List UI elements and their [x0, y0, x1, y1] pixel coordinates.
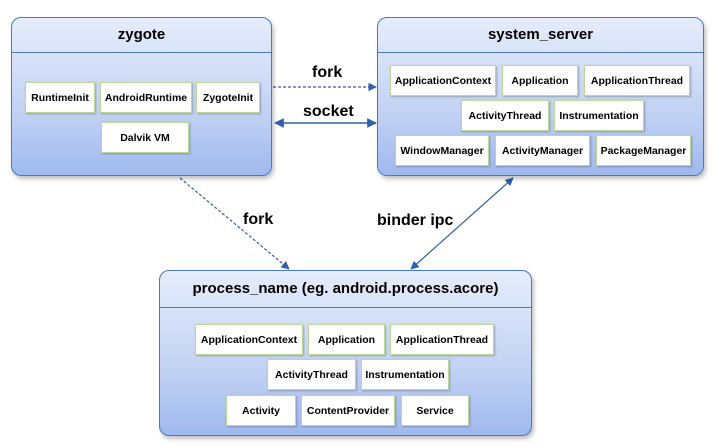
fork-arrow-bottom — [179, 177, 290, 270]
system-server-item-applicationthread: ApplicationThread — [584, 65, 690, 96]
process-item-activitythread: ActivityThread — [267, 359, 356, 390]
system-server-item-windowmanager: WindowManager — [395, 135, 489, 166]
binder-ipc-label: binder ipc — [377, 212, 454, 229]
process-item-application: Application — [308, 324, 385, 355]
process-item-activity: Activity — [226, 395, 296, 426]
process-title: process_name (eg. android.process.acore) — [160, 271, 531, 308]
process-panel: process_name (eg. android.process.acore)… — [159, 270, 532, 436]
system-server-item-applicationcontext: ApplicationContext — [390, 65, 496, 96]
zygote-panel: zygote RuntimeInit AndroidRuntime Zygote… — [11, 17, 272, 176]
fork-label-bottom: fork — [243, 211, 274, 228]
system-server-item-application: Application — [502, 65, 578, 96]
system-server-title: system_server — [378, 18, 703, 53]
system-server-item-instrumentation: Instrumentation — [554, 100, 644, 131]
process-item-applicationcontext: ApplicationContext — [195, 324, 303, 355]
zygote-item-zygoteinit: ZygoteInit — [196, 82, 260, 113]
fork-label-top: fork — [312, 64, 343, 81]
system-server-panel: system_server ApplicationContext Applica… — [377, 17, 704, 176]
process-item-service: Service — [401, 395, 469, 426]
process-item-applicationthread: ApplicationThread — [390, 324, 494, 355]
process-item-instrumentation: Instrumentation — [361, 359, 449, 390]
zygote-item-androidruntime: AndroidRuntime — [100, 82, 192, 113]
zygote-title: zygote — [12, 18, 271, 53]
socket-label: socket — [303, 103, 354, 120]
system-server-item-activitymanager: ActivityManager — [495, 135, 590, 166]
zygote-item-dalvik-vm: Dalvik VM — [101, 122, 189, 153]
system-server-item-packagemanager: PackageManager — [596, 135, 691, 166]
process-item-contentprovider: ContentProvider — [301, 395, 395, 426]
system-server-item-activitythread: ActivityThread — [461, 100, 549, 131]
binder-ipc-arrow — [410, 177, 514, 270]
zygote-item-runtimeinit: RuntimeInit — [25, 82, 95, 113]
